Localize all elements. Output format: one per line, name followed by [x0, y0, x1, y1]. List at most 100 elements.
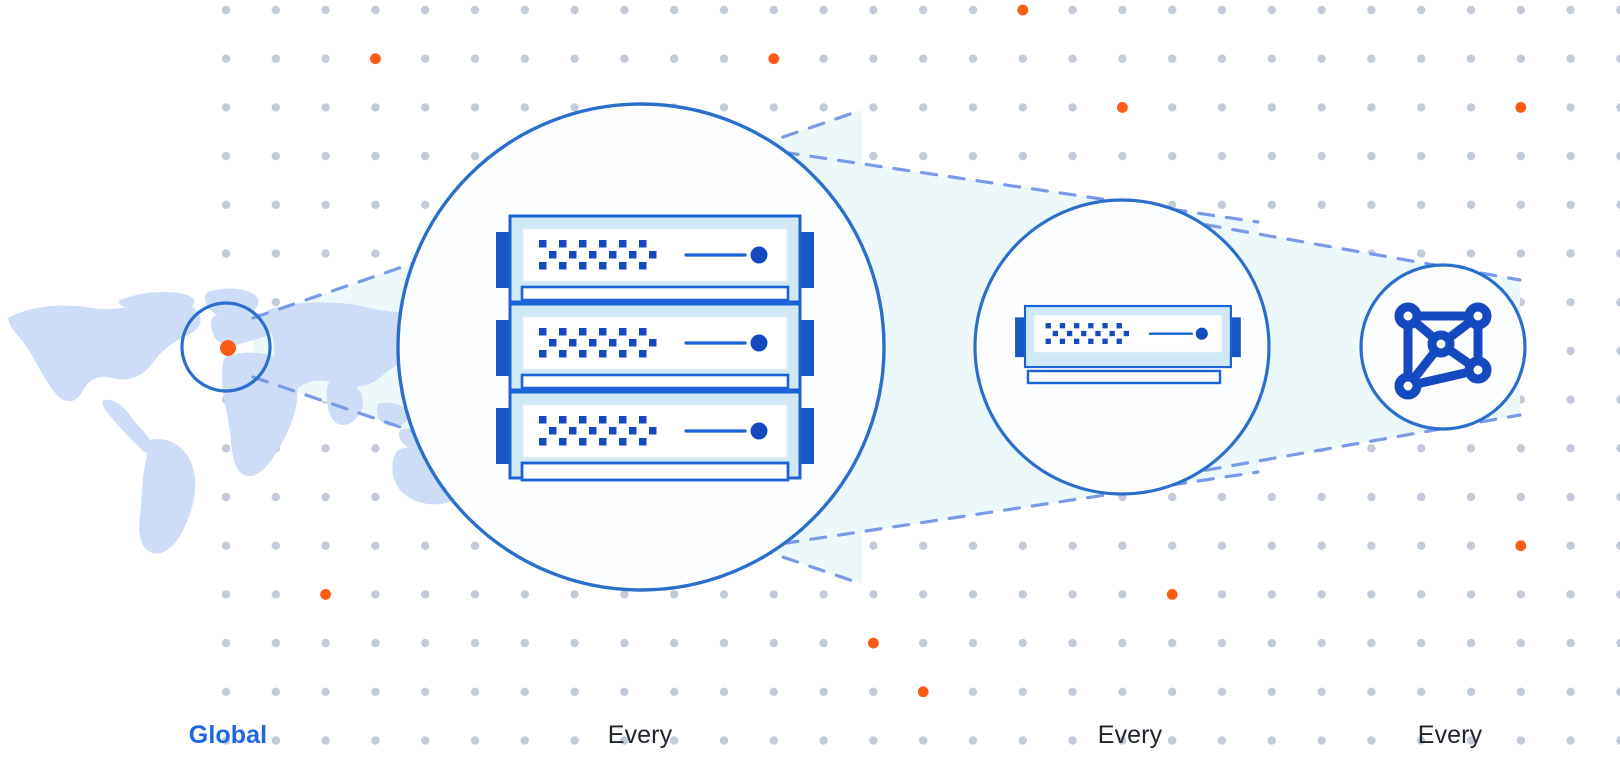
grid-dot	[670, 736, 679, 745]
grid-dot	[1566, 492, 1575, 502]
grid-dot	[520, 736, 529, 745]
grid-dot	[1118, 5, 1127, 15]
grid-dot	[1018, 103, 1027, 112]
stage-every-server[interactable]	[973, 198, 1271, 496]
grid-dot	[470, 687, 480, 696]
grid-dot	[1317, 638, 1326, 648]
grid-dot	[1317, 103, 1326, 112]
grid-dot	[1516, 590, 1526, 599]
grid-dot	[1516, 54, 1526, 63]
grid-dot	[769, 638, 778, 648]
grid-dot	[221, 444, 231, 453]
grid-dot	[1367, 590, 1376, 599]
grid-dot	[321, 151, 330, 161]
grid-dot	[1466, 492, 1476, 502]
grid-dot	[1118, 54, 1127, 63]
grid-dot	[819, 103, 828, 112]
grid-dot	[1417, 54, 1426, 63]
grid-dot	[520, 103, 529, 112]
grid-dot	[670, 54, 679, 63]
grid-dot	[968, 687, 978, 696]
grid-dot	[819, 687, 828, 696]
grid-dot	[719, 687, 729, 696]
grid-dot	[620, 54, 629, 63]
grid-dot	[271, 541, 280, 550]
grid-dot	[221, 541, 231, 550]
label-line-1: Every	[607, 721, 673, 749]
grid-dot	[1267, 590, 1277, 599]
grid-dot-highlight	[1166, 589, 1178, 600]
grid-dot	[1616, 200, 1620, 209]
grid-dot	[1466, 5, 1476, 15]
grid-dot	[869, 103, 878, 112]
grid-dot	[968, 541, 978, 550]
grid-dot	[421, 687, 430, 696]
grid-dot	[620, 687, 629, 696]
grid-dot	[1566, 151, 1575, 161]
stage-every-data-center[interactable]	[396, 102, 886, 592]
stage-global-network[interactable]	[180, 301, 272, 393]
grid-dot	[321, 200, 330, 209]
grid-dot	[869, 687, 878, 696]
grid-dot	[1217, 541, 1227, 550]
grid-dot	[271, 298, 280, 307]
grid-dot	[1367, 5, 1376, 15]
grid-dot	[1317, 590, 1326, 599]
grid-dot	[1018, 541, 1027, 550]
grid-dot	[1367, 492, 1376, 502]
grid-dot-highlight	[1515, 540, 1527, 552]
grid-dot	[1466, 200, 1476, 209]
grid-dot	[1566, 736, 1575, 745]
grid-dot	[1217, 736, 1227, 745]
grid-dot	[1168, 687, 1177, 696]
grid-dot	[470, 5, 480, 15]
grid-dot	[769, 736, 778, 745]
grid-dot	[1168, 492, 1177, 502]
grid-dot	[570, 638, 579, 648]
grid-dot	[1217, 638, 1227, 648]
grid-dot	[421, 200, 430, 209]
grid-dot	[470, 736, 480, 745]
grid-dot	[271, 54, 280, 63]
grid-dot	[719, 103, 729, 112]
grid-dot	[1118, 151, 1127, 161]
grid-dot	[520, 54, 529, 63]
grid-dot-highlight	[370, 53, 381, 65]
grid-dot	[271, 200, 280, 209]
grid-dot	[321, 687, 330, 696]
grid-dot	[1566, 541, 1575, 550]
grid-dot	[271, 638, 280, 648]
grid-dot	[1616, 249, 1620, 258]
grid-dot	[769, 590, 778, 599]
grid-dot	[470, 638, 480, 648]
grid-dot	[1516, 492, 1526, 502]
grid-dot	[919, 638, 928, 648]
grid-dot	[1516, 200, 1526, 209]
grid-dot	[271, 590, 280, 599]
grid-dot	[221, 103, 231, 112]
grid-dot	[1118, 638, 1127, 648]
grid-dot	[421, 103, 430, 112]
label-global-network: Global network	[128, 668, 328, 782]
grid-dot	[1118, 736, 1127, 745]
grid-dot	[271, 736, 280, 745]
label-line-1: Every	[1097, 721, 1163, 749]
grid-dot	[1566, 5, 1575, 15]
grid-dot	[968, 590, 978, 599]
grid-dot	[919, 590, 928, 599]
grid-dot	[620, 736, 629, 745]
global-network-circle[interactable]	[180, 301, 272, 393]
grid-dot	[1267, 638, 1277, 648]
grid-dot	[919, 54, 928, 63]
grid-dot	[1217, 103, 1227, 112]
grid-dot	[1466, 638, 1476, 648]
grid-dot	[1466, 541, 1476, 550]
grid-dot	[1566, 687, 1575, 696]
stage-every-service[interactable]	[1359, 263, 1527, 431]
server-unit-icon	[1013, 304, 1242, 385]
grid-dot	[421, 5, 430, 15]
grid-dot	[1516, 736, 1526, 745]
grid-dot	[271, 151, 280, 161]
grid-dot	[1417, 103, 1426, 112]
